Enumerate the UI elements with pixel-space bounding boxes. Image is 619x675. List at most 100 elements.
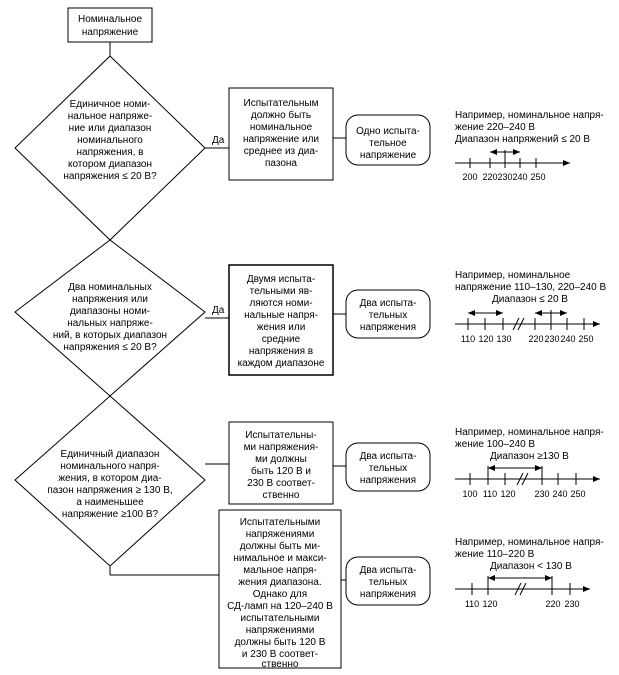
tick-label: 250 (570, 489, 585, 499)
result-box-2 (345, 289, 431, 339)
q1-line: напряжения, в (76, 147, 143, 158)
tick-label: 220 (528, 334, 543, 344)
q2-line: нальных напряже- (67, 318, 153, 329)
a4-line: жения диапазона. (238, 577, 321, 588)
a4-line: и 230 В соответ- (242, 649, 318, 660)
a1-line: номинальное (250, 122, 313, 133)
a2-line: Двумя испыта- (247, 274, 315, 285)
q1-line: Единичное номи- (70, 99, 151, 110)
q2-line: Два номинальных (68, 282, 152, 293)
tick-label: 250 (578, 334, 593, 344)
a1-line: Испытательным (244, 98, 319, 109)
tick-label: 100 (462, 489, 477, 499)
r4-line: напряжения (360, 589, 416, 600)
action-box-1 (228, 87, 334, 181)
r1-line: напряжение (360, 150, 417, 161)
q1-line: номинального (77, 135, 143, 146)
tick-label: 120 (482, 599, 497, 609)
a2-line: средние (262, 334, 301, 345)
a4-line: напряжениями (246, 529, 315, 540)
tick-label: 240 (552, 489, 567, 499)
r2-line: тельных (369, 310, 407, 321)
ex4-line: Диапазон < 130 В (490, 561, 572, 572)
q3-line: жения, в котором диа- (58, 473, 161, 484)
a4-line: Испытательными (240, 517, 321, 528)
ex2-line: напряжение 110–130, 220–240 В (455, 282, 607, 293)
r2-line: напряжения (360, 322, 416, 333)
a4-line: испытательными (241, 613, 320, 624)
q3-line: напряжение ≥100 В? (62, 509, 159, 520)
ex4-line: Например, номинальное напря- (455, 537, 604, 548)
action-box-4 (218, 509, 342, 669)
a4-line: напряжениями (246, 625, 315, 636)
yes-label-2: Да (212, 305, 225, 316)
a4-line: ственно (262, 659, 299, 670)
start-line-2: напряжение (82, 27, 139, 38)
a2-line: напряжения в (249, 346, 313, 357)
ex3-line: Например, номинальное напря- (455, 427, 604, 438)
q2-line: напряжения или (72, 294, 148, 305)
result-box-3 (345, 442, 431, 492)
q1-line: ние или диапазон (69, 123, 152, 134)
ex3-line: жение 100–240 В (455, 439, 535, 450)
a3-line: Испытательны- (245, 430, 316, 441)
a1-line: пазона (265, 158, 297, 169)
ex1-line: жение 220–240 В (455, 122, 535, 133)
tick-label: 240 (560, 334, 575, 344)
q3-line: пазон напряжения ≥ 130 В, (47, 485, 172, 496)
ex2-line: Диапазон ≤ 20 В (492, 294, 568, 305)
ex2-line: Например, номинальное (455, 270, 571, 281)
a3-line: 230 В соответ- (247, 478, 315, 489)
a3-line: быть 120 В и (251, 465, 311, 477)
r1-line: тельное (369, 138, 407, 149)
q2-line: напряжения ≤ 20 В? (63, 342, 157, 353)
a4-line: нимальное и макси- (233, 553, 326, 564)
q3-line: номинального напря- (60, 461, 159, 472)
number-line-2: 110 120 130 220 230 240 250 (455, 310, 600, 344)
number-line-4: 110 120 220 230 (455, 575, 590, 609)
tick-label: 250 (530, 172, 545, 182)
tick-label: 230 (544, 334, 559, 344)
a2-line: нальные напря- (244, 310, 318, 321)
ex1-line: Диапазон напряжений ≤ 20 В (455, 134, 590, 145)
a4-line: должны быть 120 В (235, 636, 326, 648)
a2-line: тельными яв- (250, 286, 313, 297)
a4-line: Однако для (253, 589, 307, 600)
a1-line: среднее из диа- (244, 146, 318, 157)
tick-label: 230 (564, 599, 579, 609)
q3-line: Единичный диапазон (61, 449, 160, 460)
tick-label: 110 (483, 489, 497, 499)
r3-line: тельных (369, 463, 407, 474)
tick-label: 200 (462, 172, 477, 182)
q3-line: а наименьшее (76, 497, 144, 508)
action-box-3 (228, 421, 334, 505)
r1-line: Одно испыта- (356, 126, 420, 137)
tick-label: 220 (545, 599, 560, 609)
a3-line: ми должны (255, 454, 307, 465)
a3-line: ми напряжения- (244, 442, 319, 453)
tick-label: 120 (500, 489, 515, 499)
start-line-1: Номинальное (78, 14, 142, 25)
ex3-line: Диапазон ≥130 В (490, 451, 569, 462)
ex1-line: Например, номинальное напря- (455, 110, 604, 121)
yes-label-1: Да (212, 135, 225, 146)
a3-line: ственно (263, 490, 300, 501)
r3-line: напряжения (360, 475, 416, 486)
a1-line: должно быть (251, 109, 311, 121)
q2-line: ний, в которых диапазон (53, 330, 167, 341)
tick-label: 120 (478, 334, 493, 344)
number-line-1: 200 220 230 240 250 (455, 149, 570, 182)
tick-label: 220 (482, 172, 497, 182)
a2-line: каждом диапазоне (238, 358, 325, 369)
a4-line: СД-ламп на 120–240 В (227, 601, 333, 612)
r4-line: тельных (369, 577, 407, 588)
r2-line: Два испыта- (360, 298, 417, 309)
q1-line: нальное напряже- (68, 111, 153, 122)
start-box (67, 7, 153, 43)
q2-line: диапазоны номи- (70, 306, 150, 317)
r3-line: Два испыта- (360, 451, 417, 462)
action-box-2 (228, 264, 334, 376)
tick-label: 240 (512, 172, 527, 182)
a4-line: мальное напря- (243, 565, 317, 576)
